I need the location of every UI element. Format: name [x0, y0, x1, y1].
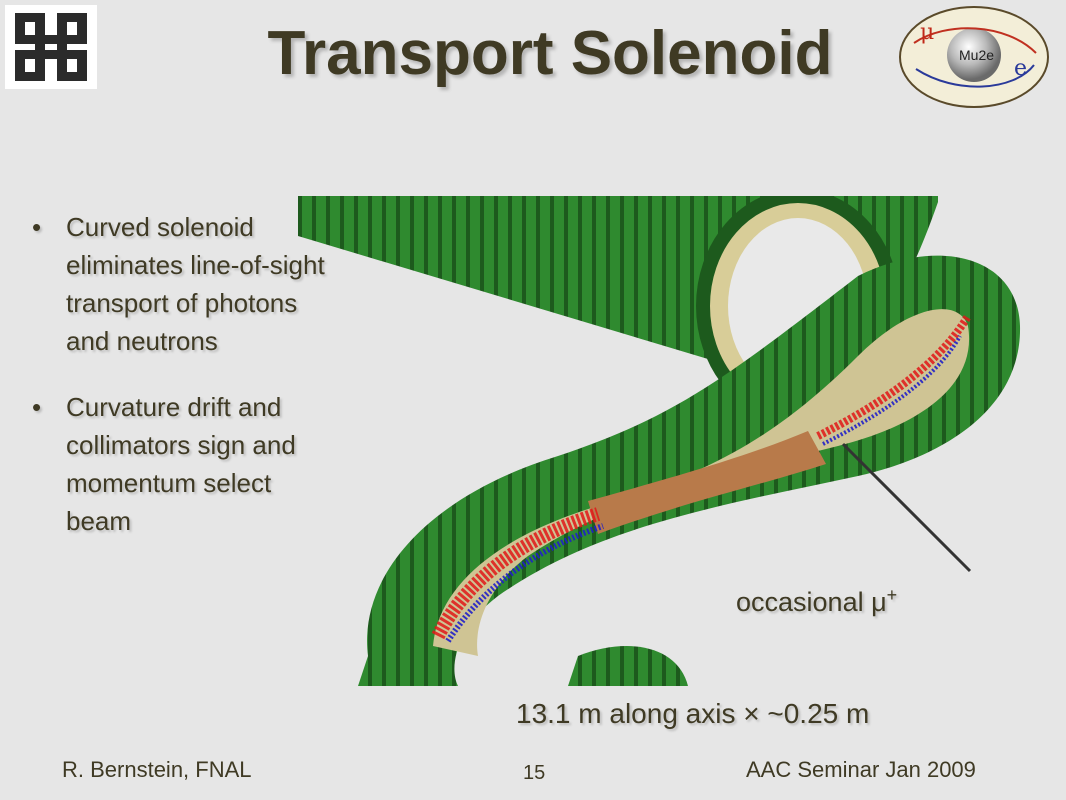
dimension-caption: 13.1 m along axis × ~0.25 m [516, 698, 870, 729]
solenoid-illustration [298, 189, 1021, 686]
svg-text:μ: μ [920, 20, 934, 45]
bullet-item: • Curvature drift and collimators sign a… [30, 388, 330, 540]
bullet-list: • Curved solenoid eliminates line-of-sig… [30, 208, 330, 568]
slide-title: Transport Solenoid [267, 19, 833, 88]
mu2e-logo: μ Mu2e e [896, 3, 1052, 111]
footer-event: AAC Seminar Jan 2009 [746, 757, 976, 782]
bullet-item: • Curved solenoid eliminates line-of-sig… [30, 208, 330, 360]
fermilab-logo-icon [15, 13, 87, 81]
bullet-text: Curved solenoid eliminates line-of-sight… [66, 212, 325, 356]
mu2e-logo-text: Mu2e [959, 47, 994, 63]
svg-text:e: e [1014, 56, 1027, 81]
page-number: 15 [523, 762, 546, 784]
transport-solenoid-figure [298, 189, 1038, 686]
bullet-dot-icon: • [32, 392, 42, 422]
bullet-dot-icon: • [32, 212, 42, 242]
bullet-text: Curvature drift and collimators sign and… [66, 392, 296, 536]
mu2e-logo-icon: μ Mu2e e [899, 6, 1049, 108]
fermilab-logo [5, 5, 97, 89]
occasional-muon-label: occasional μ+ [736, 585, 898, 617]
footer-author: R. Bernstein, FNAL [62, 757, 252, 782]
